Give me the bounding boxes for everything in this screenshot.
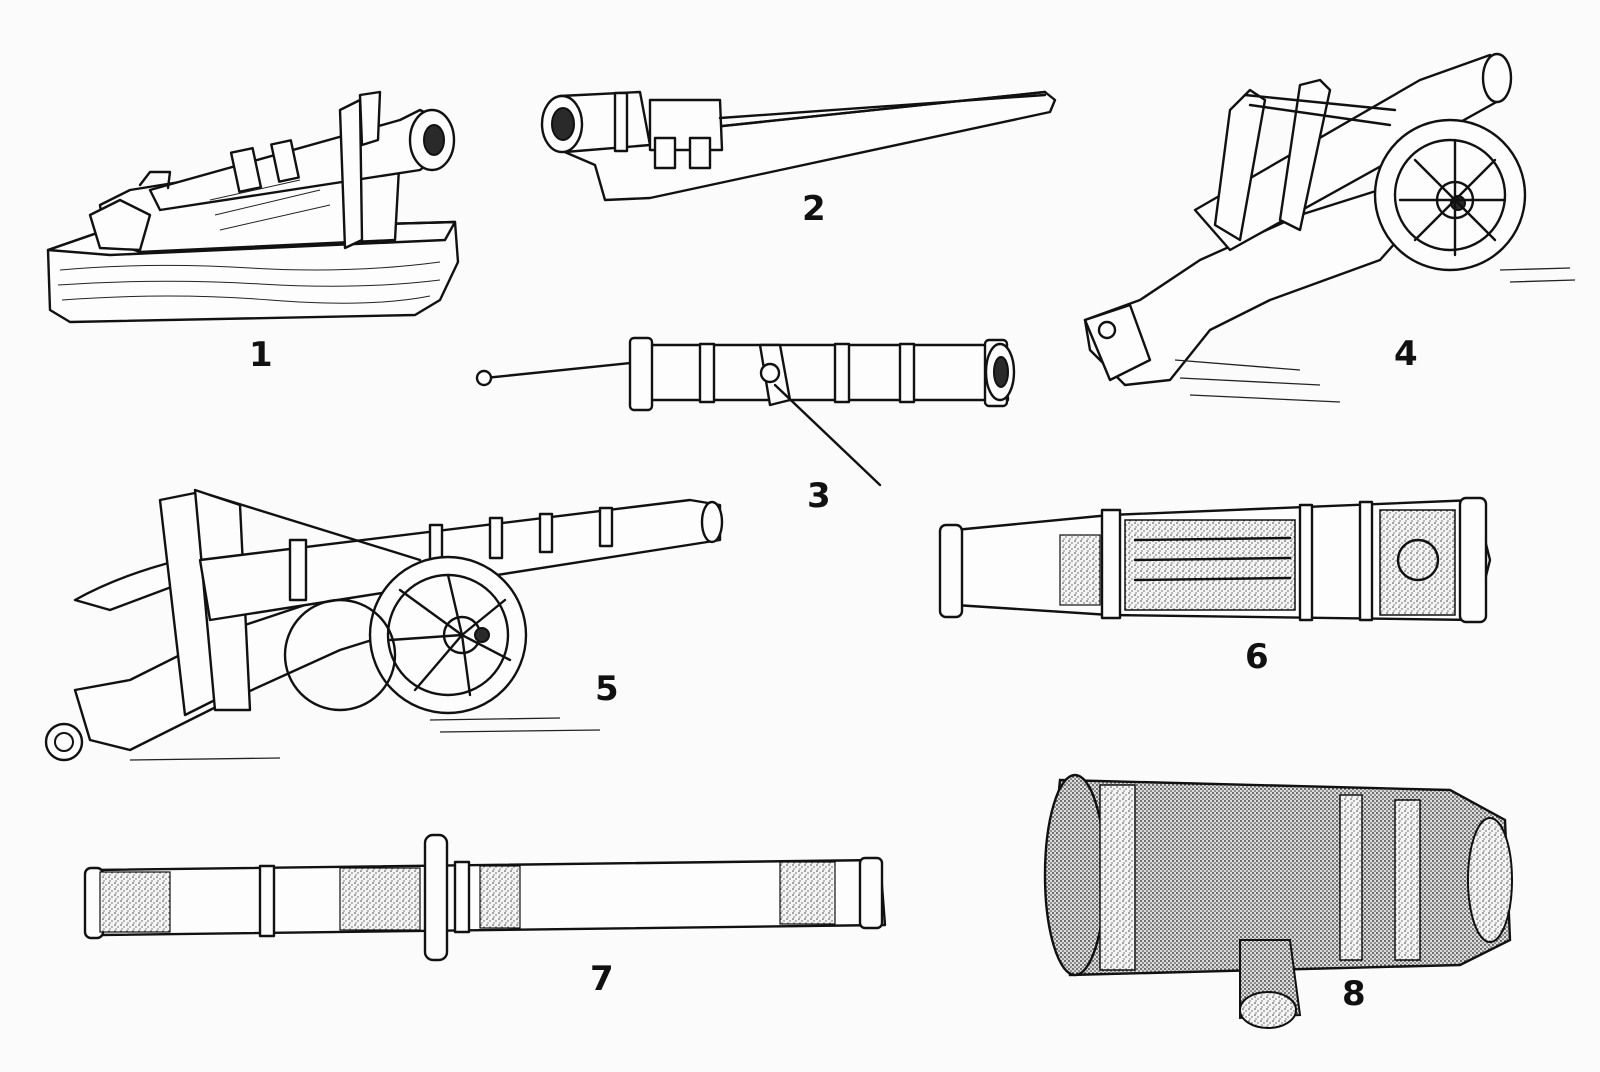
figure-label-5: 5 xyxy=(595,669,619,709)
figure-label-1: 1 xyxy=(249,335,273,375)
figure-6-ornamented-barrel xyxy=(938,496,1492,624)
figure-7-long-barrel xyxy=(83,833,887,962)
figure-1-block-carriage-cannon xyxy=(46,90,460,324)
figure-label-7: 7 xyxy=(590,959,614,999)
figure-4-wheeled-field-gun xyxy=(1083,52,1576,403)
figure-label-4: 4 xyxy=(1394,334,1418,374)
figure-label-8: 8 xyxy=(1342,974,1366,1014)
figure-label-3: 3 xyxy=(807,476,831,516)
figure-2-stocked-barrel xyxy=(540,90,1057,202)
figure-8-mortar-barrel xyxy=(1043,773,1513,1029)
figure-5-wheeled-cannon xyxy=(44,488,724,762)
figure-label-2: 2 xyxy=(802,189,826,229)
figure-3-swivel-gun xyxy=(475,336,1016,487)
figure-label-6: 6 xyxy=(1245,637,1269,677)
